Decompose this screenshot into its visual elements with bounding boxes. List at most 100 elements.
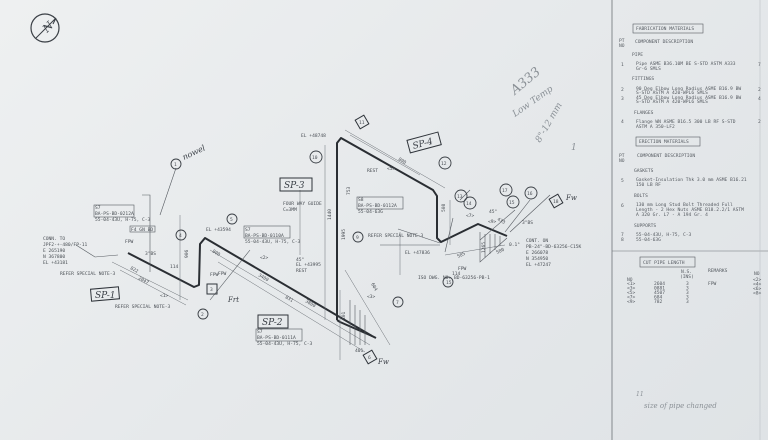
svg-text:8: 8: [621, 237, 624, 243]
svg-text:0.1°: 0.1°: [509, 242, 520, 248]
svg-text:EL +43181: EL +43181: [43, 260, 68, 266]
cut-row-length: 0881: [654, 286, 665, 292]
svg-text:E 266078: E 266078: [526, 250, 548, 256]
cut-row-ns: 3: [686, 286, 689, 292]
cut-row-length: 782: [654, 299, 663, 305]
svg-text:831: 831: [284, 295, 294, 304]
bubble: 10: [309, 150, 323, 164]
bubble: 12: [438, 156, 452, 170]
north-arrow-icon: N: [30, 13, 60, 43]
svg-text:PT: PT: [619, 38, 625, 44]
svg-text:SP-1: SP-1: [95, 291, 116, 301]
cut-row-ns: 3: [686, 281, 689, 287]
iso-drawing-reference: ISO DWG. NO. BD-63256-PB-1: [418, 275, 490, 281]
svg-text:580: 580: [495, 247, 505, 256]
svg-text:906: 906: [184, 249, 190, 258]
svg-text:BA-PS-BD-0111A: BA-PS-BD-0111A: [257, 335, 296, 341]
bubble: 11: [354, 114, 370, 130]
svg-text:Fw: Fw: [565, 194, 577, 202]
bubble: 3: [206, 283, 218, 295]
svg-text:S8: S8: [358, 197, 364, 203]
svg-text:12: 12: [441, 161, 447, 167]
bubble: 15: [442, 276, 454, 288]
support-label-3: S7 BA-PS-BD-0111A 55-04-43U, H-75, C-3: [255, 328, 313, 347]
svg-text:FPW: FPW: [125, 239, 134, 245]
svg-text:REMARKS: REMARKS: [708, 268, 728, 274]
cut-row-no: <9>: [627, 299, 636, 305]
svg-text:55-04-63G: 55-04-63G: [636, 237, 661, 243]
svg-text:S7: S7: [257, 329, 263, 335]
svg-text:PT: PT: [619, 153, 625, 159]
svg-text:5: 5: [230, 217, 233, 223]
svg-text:6: 6: [368, 355, 371, 361]
svg-text:4: 4: [758, 96, 761, 102]
svg-text:CONT. ON: CONT. ON: [526, 238, 548, 244]
erection-materials-title: ERECTION MATERIALS: [639, 139, 689, 145]
support-label-2: S7 BA-PS-BD-0110A 55-04-43U, H-75, C-3: [243, 225, 301, 245]
svg-text:7: 7: [758, 62, 761, 68]
spool-tags: SP-1 SP-2 SP-3 SP-4: [89, 131, 442, 329]
bubble: 18: [548, 193, 564, 209]
svg-text:NO: NO: [619, 158, 625, 164]
cut-row-no: <5>: [627, 290, 636, 296]
svg-text:55-04-63G: 55-04-63G: [358, 209, 383, 215]
svg-text:4: 4: [179, 233, 182, 239]
svg-text:15: 15: [509, 200, 515, 206]
svg-text:130 mm Long Stud Bolt Threaded: 130 mm Long Stud Bolt Threaded Full: [636, 202, 733, 208]
svg-text:EL +47836: EL +47836: [405, 250, 430, 256]
svg-text:EL +43594: EL +43594: [206, 227, 231, 233]
svg-text:17: 17: [502, 188, 508, 194]
svg-text:1440: 1440: [327, 209, 333, 220]
cut-row-no-right: <4>: [753, 282, 762, 288]
bubble: 16: [524, 186, 538, 200]
svg-text:Gasket-Insulation Thk 3.0 mm A: Gasket-Insulation Thk 3.0 mm ASME B16.21: [636, 177, 747, 183]
svg-text:REST: REST: [367, 168, 378, 174]
svg-text:14: 14: [466, 201, 472, 207]
svg-text:ASTM A 350-LF2: ASTM A 350-LF2: [636, 124, 675, 130]
svg-text:13: 13: [457, 194, 463, 200]
svg-text:EL +47247: EL +47247: [526, 262, 551, 268]
svg-text:S7: S7: [245, 227, 251, 233]
svg-text:11: 11: [359, 120, 365, 126]
svg-text:S-STD ASTM A 420-WPL6 SMLS: S-STD ASTM A 420-WPL6 SMLS: [636, 90, 708, 96]
spool-tag-sp-2: SP-2: [257, 314, 289, 329]
svg-text:FPW: FPW: [210, 272, 219, 278]
svg-text:150 LB RF: 150 LB RF: [636, 182, 661, 188]
svg-text:18: 18: [553, 199, 559, 205]
bubble: 13: [454, 189, 468, 203]
cut-row-length: 4507: [654, 290, 665, 296]
svg-text:11: 11: [636, 391, 644, 398]
spool-tag-sp-3: SP-3: [279, 177, 313, 192]
svg-text:401: 401: [355, 348, 364, 354]
svg-text:BA-PS-BD-0112A: BA-PS-BD-0112A: [358, 203, 397, 209]
svg-text:nowel: nowel: [181, 143, 207, 162]
svg-text:BOLTS: BOLTS: [634, 193, 648, 199]
svg-text:Frt: Frt: [227, 296, 239, 304]
bubble: 5: [226, 213, 238, 225]
svg-text:2: 2: [201, 312, 204, 318]
svg-text:COMPONENT DESCRIPTION: COMPONENT DESCRIPTION: [635, 39, 693, 45]
svg-text:15: 15: [446, 280, 452, 286]
svg-text:5: 5: [621, 178, 624, 184]
svg-text:3"BS: 3"BS: [145, 251, 156, 257]
bubble: 17: [499, 183, 513, 197]
svg-text:1995: 1995: [341, 229, 347, 240]
fabrication-materials-title: FABRICATION MATERIALS: [636, 26, 694, 32]
svg-text:FPW: FPW: [218, 271, 227, 277]
cut-row-ns: 3: [686, 290, 689, 296]
svg-text:45 Deg Elbow Long Radius ASME: 45 Deg Elbow Long Radius ASME B16.9 BW: [636, 95, 741, 101]
cut-pipe-length-title: CUT PIPE LENGTH: [643, 260, 685, 266]
svg-text:822: 822: [129, 265, 139, 274]
svg-text:BA-PS-BD-0110A: BA-PS-BD-0110A: [245, 233, 284, 239]
cut-row-no-right: <8>: [753, 291, 762, 297]
bubble: 4: [175, 229, 187, 241]
svg-text:BA-PS-BD-0212A: BA-PS-BD-0212A: [95, 211, 134, 217]
bubble: 6: [362, 349, 378, 365]
spool-tag-sp-1: SP-1: [89, 286, 121, 302]
item-bubbles: 1 2 3 4 5 6 7 9 10 11 12 13 14 15 16 17 …: [170, 114, 564, 365]
svg-text:NO: NO: [627, 277, 633, 283]
svg-text:N.S.: N.S.: [681, 269, 692, 275]
svg-text:Fw: Fw: [377, 358, 389, 366]
cut-row-no: <3>: [627, 286, 636, 292]
svg-text:<3>: <3>: [367, 294, 376, 300]
